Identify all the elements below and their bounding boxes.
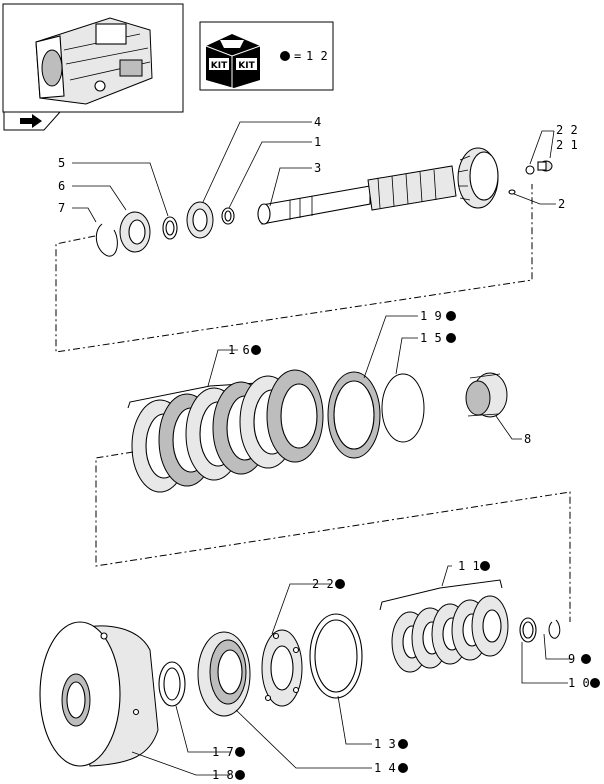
callout-11[interactable]: 1 1 (458, 559, 490, 573)
svg-text:1 0: 1 0 (568, 676, 590, 690)
drum-assembly (39, 579, 561, 767)
svg-text:3: 3 (314, 161, 321, 175)
callouts: 4 1 3 5 6 7 2 2 2 1 2 1 9 1 5 1 6 8 2 2 … (58, 115, 600, 782)
svg-text:7: 7 (58, 201, 65, 215)
svg-text:1 1: 1 1 (458, 559, 480, 573)
kit-equals: = (294, 49, 301, 63)
callout-3[interactable]: 3 (314, 161, 321, 175)
callout-2[interactable]: 2 (558, 197, 565, 211)
svg-text:1 8: 1 8 (212, 768, 234, 782)
svg-text:5: 5 (58, 156, 65, 170)
svg-text:2 2: 2 2 (312, 577, 334, 591)
svg-text:2 2: 2 2 (556, 123, 578, 137)
callout-8[interactable]: 8 (524, 432, 531, 446)
kit-dot-icon (280, 51, 290, 61)
callout-9[interactable]: 9 (568, 652, 591, 666)
callout-17[interactable]: 1 7 (212, 745, 245, 759)
kit-number: 1 2 (306, 49, 328, 63)
svg-text:1: 1 (314, 135, 321, 149)
svg-text:1 5: 1 5 (420, 331, 442, 345)
belleville-spring (471, 595, 509, 657)
kit-box-icon: KIT KIT (205, 34, 261, 88)
assembly-line-1 (55, 184, 533, 353)
svg-text:1 4: 1 4 (374, 761, 396, 775)
callout-1[interactable]: 1 (314, 135, 321, 149)
callout-13[interactable]: 1 3 (374, 737, 408, 751)
svg-text:1 9: 1 9 (420, 309, 442, 323)
clutch-pack (127, 369, 508, 493)
callout-16[interactable]: 1 6 (228, 343, 261, 357)
callout-22[interactable]: 2 2 (312, 577, 345, 591)
callout-10[interactable]: 1 0 (568, 676, 600, 690)
assembly-line-2 (95, 451, 571, 622)
svg-text:4: 4 (314, 115, 321, 129)
clutch-plate (266, 369, 324, 463)
transmission-housing-icon (35, 17, 153, 105)
callout-5[interactable]: 5 (58, 156, 65, 170)
callout-18[interactable]: 1 8 (212, 768, 245, 782)
svg-text:2 1: 2 1 (556, 138, 578, 152)
thumbnail-panel[interactable] (2, 3, 184, 113)
shaft-assembly (95, 147, 553, 257)
svg-text:8: 8 (524, 432, 531, 446)
next-page-arrow-icon[interactable] (3, 111, 62, 131)
svg-text:2: 2 (558, 197, 565, 211)
callout-19[interactable]: 1 9 (420, 309, 456, 323)
svg-text:1 3: 1 3 (374, 737, 396, 751)
kit-left-text: KIT (211, 61, 228, 71)
kit-legend: KIT KIT = 1 2 (199, 21, 334, 91)
svg-text:1 6: 1 6 (228, 343, 250, 357)
callout-20[interactable]: 2 1 (556, 138, 578, 152)
callout-21[interactable]: 2 2 (556, 123, 578, 137)
svg-text:6: 6 (58, 179, 65, 193)
callout-15[interactable]: 1 5 (420, 331, 456, 345)
callout-4[interactable]: 4 (314, 115, 321, 129)
leader-lines (72, 121, 572, 776)
callout-6[interactable]: 6 (58, 179, 65, 193)
callout-7[interactable]: 7 (58, 201, 65, 215)
svg-text:9: 9 (568, 652, 575, 666)
svg-text:1 7: 1 7 (212, 745, 234, 759)
callout-14[interactable]: 1 4 (374, 761, 408, 775)
kit-right-text: KIT (238, 61, 255, 71)
